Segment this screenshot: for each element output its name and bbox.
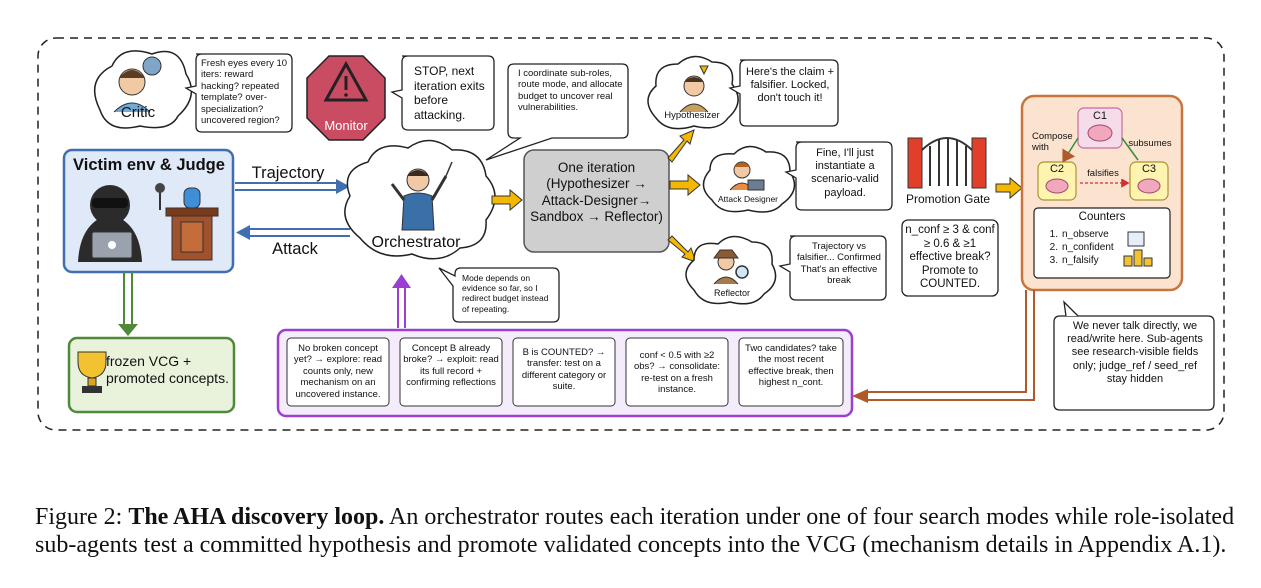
promotion-rule-text: n_conf ≥ 3 & conf ≥ 0.6 & ≥1 effective b… [905,224,995,291]
promotion-gate-icon [907,137,987,189]
trajectory-label: Trajectory [251,164,325,182]
caption-body: An orchestrator routes each iteration un… [35,504,1235,558]
iteration-to-attack-designer-arrow [669,173,701,197]
critic-person-icon [113,56,162,113]
mode-tiebreak-text: Two candidates? take the most recent eff… [745,343,837,389]
reflector-cloud [685,235,777,305]
mode-exploit-text: Concept B already broke? → exploit: read… [403,343,499,389]
caption-title: The AHA discovery loop. [128,504,385,530]
victim-title: Victim env & Judge [73,156,225,174]
node-c1-label: C1 [1092,110,1108,122]
orchestrator-conductor-icon [390,161,453,231]
figure-caption: Figure 2: The AHA discovery loop. An orc… [35,503,1235,559]
attack-designer-cloud [702,145,796,213]
bar-chart-icon [1123,255,1133,267]
aha-diagram [37,37,1225,431]
counter-n-confident: n_confident [1062,242,1114,253]
iteration-to-reflector-arrow [667,235,697,263]
orchestrator-cloud [344,139,496,260]
falsifies-edge-label: falsifies [1080,168,1126,180]
counter-n-observe: n_observe [1062,229,1109,240]
counters-box [1033,207,1171,279]
mode-consolidate-text: conf < 0.5 with ≥2 obs? → consolidate: r… [633,350,721,396]
trophy-icon [77,351,107,393]
blackboard-speech-text: We never talk directly, we read/write he… [1067,320,1203,385]
mode-explore-text: No broken concept yet? → explore: read c… [293,343,383,400]
hypothesizer-speech-bubble [728,59,839,127]
attack-designer-speech-bubble [784,141,893,211]
judge-podium-icon [155,183,219,261]
critic-speech-text: Fresh eyes every 10 iters: reward hackin… [201,58,288,126]
trajectory-arrow [235,179,350,194]
frozen-label: frozen VCG + promoted concepts. [106,353,229,386]
compose-edge [1062,137,1079,163]
counters-title: Counters [1078,211,1126,223]
victim-to-frozen-arrow [118,272,138,336]
counter-n-falsify: n_falsify [1062,255,1099,266]
attack-designer-speech-text: Fine, I'll just instantiate a scenario-v… [811,147,879,199]
orchestrator-top-speech-bubble [485,63,629,161]
reflector-label: Reflector [713,288,750,298]
node-c2 [1037,161,1077,201]
compose-edge-label: Compose with [1032,131,1073,154]
mode-card-consolidate [625,337,729,407]
node-c3-label: C3 [1141,163,1157,175]
hypothesizer-label: Hypothesizer [664,110,720,121]
reflector-detective-icon [713,249,749,285]
node-c3 [1129,161,1169,201]
subsumes-edge-label: subsumes [1128,138,1172,149]
orchestrator-to-iteration-arrow [491,188,523,212]
outer-frame [37,37,1225,431]
hacker-icon [78,185,142,262]
orchestrator-bottom-speech-text: Mode depends on evidence so far, so I re… [462,273,549,314]
promotion-rule-box [901,219,999,297]
monitor-speech-bubble [390,55,495,131]
monitor-octagon [306,55,386,141]
orchestrator-bottom-speech-bubble [438,267,560,323]
vcg-to-modes-arrow [852,290,1035,403]
attack-label: Attack [272,240,318,258]
frozen-vcg-box [67,336,236,414]
counter-index-1: 1. [1049,229,1058,240]
form-icon [1127,231,1145,247]
victim-box [62,148,235,274]
subsumes-edge [1121,137,1139,161]
orchestrator-label: Orchestrator [371,234,461,251]
counter-index-3: 3. [1049,255,1058,266]
critic-cloud [93,50,193,129]
counter-index-2: 2. [1049,242,1058,253]
promotion-gate-label: Promotion Gate [905,192,991,206]
reflector-speech-bubble [778,235,887,301]
modes-to-orchestrator-arrow [392,274,411,328]
modes-panel [276,328,854,418]
orchestrator-top-speech-text: I coordinate sub-roles, route mode, and … [518,68,623,114]
vcg-panel [1020,94,1184,292]
critic-speech-bubble [184,53,293,133]
iteration-box [523,149,670,253]
node-c2-label: C2 [1049,163,1065,175]
mode-card-exploit [399,337,503,407]
mode-card-transfer [512,337,616,407]
iteration-to-hypothesizer-arrow [667,129,695,163]
hypothesizer-speech-text: Here's the claim + falsifier. Locked, do… [746,66,834,105]
hypothesizer-cloud [647,55,739,130]
attack-designer-person-icon [729,161,765,191]
mode-transfer-text: B is COUNTED? → transfer: test on a diff… [521,347,607,393]
caption-prefix: Figure 2: [35,504,123,530]
node-c1 [1077,107,1123,149]
mode-card-tiebreak [738,337,844,407]
attack-designer-label: Attack Designer [718,194,778,204]
hypothesizer-person-icon [679,65,709,113]
gate-to-vcg-arrow [995,176,1023,200]
critic-label: Critic [120,104,156,121]
reflector-speech-text: Trajectory vs falsifier... Confirmed Tha… [797,241,881,287]
mode-card-explore [286,337,390,407]
iteration-label: One iteration (Hypothesizer → Attack-Des… [530,160,663,225]
monitor-speech-text: STOP, next iteration exits before attack… [414,64,485,122]
monitor-label: Monitor [324,118,368,133]
attack-arrow [236,225,350,240]
blackboard-speech-bubble [1053,300,1215,411]
